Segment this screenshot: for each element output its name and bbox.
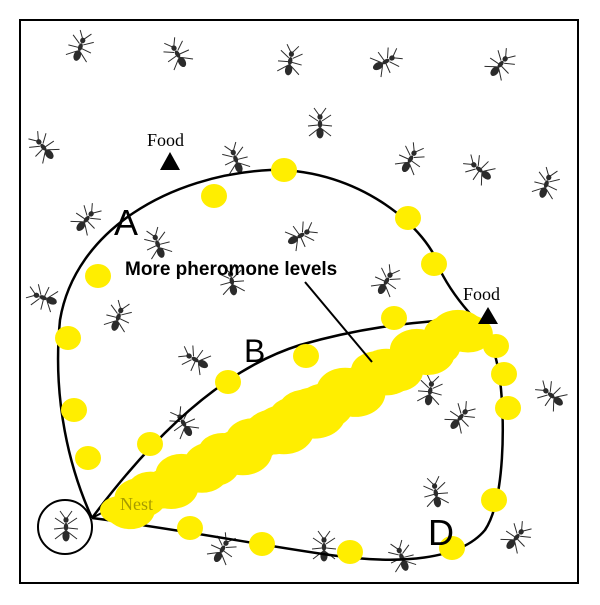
pheromone-dot bbox=[381, 306, 407, 330]
ant-icon bbox=[423, 476, 449, 508]
ant-icon bbox=[369, 47, 403, 78]
ant-icon bbox=[463, 154, 496, 186]
pheromone-dot bbox=[55, 326, 81, 350]
ant-icon bbox=[417, 374, 443, 406]
pheromone-dots-layer bbox=[55, 158, 521, 564]
pheromone-dot bbox=[177, 516, 203, 540]
nest-circle-icon bbox=[37, 499, 93, 555]
ant-icon bbox=[222, 141, 251, 175]
ant-icon bbox=[535, 380, 568, 412]
pheromone-dot bbox=[439, 536, 465, 560]
ant-icon bbox=[277, 44, 303, 76]
ant-icon bbox=[65, 29, 94, 63]
path-b-label: B bbox=[244, 333, 265, 369]
ants-layer bbox=[25, 29, 568, 573]
pheromone-trail-blob bbox=[443, 314, 493, 353]
food-label-right: Food bbox=[463, 284, 500, 304]
ant-icon bbox=[25, 284, 59, 313]
pheromone-dot bbox=[215, 370, 241, 394]
pheromone-dot bbox=[293, 344, 319, 368]
food-label-top: Food bbox=[147, 130, 184, 150]
path-a-label: A bbox=[114, 202, 138, 243]
food-triangle-icon-right bbox=[478, 307, 498, 324]
ant-icon bbox=[103, 299, 132, 333]
pheromone-dot bbox=[201, 184, 227, 208]
nest-label: Nest bbox=[120, 494, 153, 514]
food-triangle-icon-top bbox=[160, 152, 180, 170]
pheromone-dot bbox=[421, 252, 447, 276]
ant-icon bbox=[53, 510, 79, 542]
pheromone-dot bbox=[337, 540, 363, 564]
ant-icon bbox=[394, 142, 425, 176]
path-d-label: D bbox=[428, 512, 454, 553]
pheromone-dot bbox=[249, 532, 275, 556]
ant-icon bbox=[219, 264, 245, 296]
ant-icon bbox=[484, 48, 516, 81]
ant-icon bbox=[28, 131, 60, 164]
pheromone-dot bbox=[395, 206, 421, 230]
ant-icon bbox=[144, 226, 173, 260]
pheromone-dot bbox=[75, 446, 101, 470]
ant-icon bbox=[169, 406, 200, 440]
pheromone-dot bbox=[137, 432, 163, 456]
pheromone-annotation: More pheromone levels bbox=[125, 259, 337, 280]
pheromone-dot bbox=[271, 158, 297, 182]
ant-icon bbox=[531, 166, 560, 200]
diagram-frame bbox=[19, 19, 579, 584]
pheromone-dot bbox=[495, 396, 521, 420]
ant-icon bbox=[444, 401, 476, 434]
annotation-pointer bbox=[304, 281, 373, 363]
ant-icon bbox=[163, 37, 194, 71]
pheromone-trail-layer bbox=[100, 309, 493, 530]
ant-icon bbox=[311, 530, 337, 562]
pheromone-dot bbox=[85, 264, 111, 288]
ant-icon bbox=[370, 264, 401, 298]
ant-icon bbox=[307, 107, 333, 139]
ant-icon bbox=[388, 539, 417, 573]
ant-icon bbox=[178, 345, 212, 376]
pheromone-dot bbox=[61, 398, 87, 422]
pheromone-dot bbox=[481, 488, 507, 512]
ant-icon bbox=[500, 521, 532, 554]
ant-icon bbox=[284, 221, 318, 252]
pheromone-dot bbox=[491, 362, 517, 386]
ant-icon bbox=[70, 203, 102, 236]
